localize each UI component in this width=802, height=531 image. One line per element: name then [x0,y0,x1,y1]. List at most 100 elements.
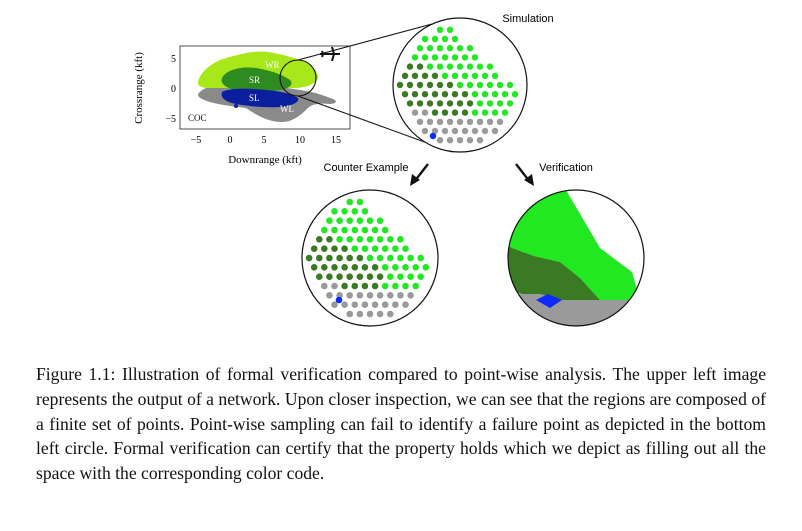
sample-point [431,91,439,98]
sample-point [496,81,504,89]
sample-point [316,236,323,243]
sample-point [356,310,364,318]
sample-point [341,282,348,290]
verification-regions [508,190,644,326]
sample-point [501,91,509,98]
sample-point [466,81,474,89]
sample-point [387,236,394,243]
sample-point [412,282,420,290]
xtick-label: −5 [191,135,202,146]
sample-point [361,208,369,215]
sample-point [361,264,369,271]
counter-example-circle [301,189,439,327]
plot-axes-box [179,45,351,130]
sample-point [456,118,464,126]
sample-point [436,45,444,52]
sample-point [356,198,364,206]
counter-example-point [429,132,437,140]
sample-point [491,72,499,80]
sample-point [491,127,499,135]
sample-point [441,109,449,116]
sample-point [441,127,449,135]
sample-point [416,100,424,107]
sample-point [326,236,333,243]
sample-point [321,282,328,290]
sample-point [316,254,323,262]
sample-point [466,63,474,70]
region-sl [221,88,299,108]
sample-point [461,54,469,61]
sample-point [456,100,464,107]
sample-point [316,273,323,281]
sample-point [471,127,479,135]
sample-point [486,63,494,70]
xtick-label: 15 [331,135,341,146]
sample-point [436,118,444,126]
sample-point [310,245,318,252]
sample-point [426,81,434,89]
sample-point [407,273,414,281]
sample-point [416,81,424,89]
sample-point [376,310,384,318]
sample-point [331,301,338,309]
sample-point [305,254,313,262]
sample-point [461,127,469,135]
sample-point [346,310,354,318]
label-sl: SL [249,93,260,103]
sample-point [346,217,354,224]
sample-point [456,137,464,144]
sample-point [421,109,429,116]
sample-point [381,282,389,290]
sample-point [421,72,429,80]
sample-point [331,226,338,234]
sample-point [341,226,348,234]
y-axis-label: Crossrange (kft) [133,52,145,124]
sample-point [411,91,419,98]
sample-point [406,81,414,89]
sample-point [331,245,338,252]
sample-point [401,72,409,80]
sample-point [486,81,494,89]
sample-point [336,273,343,281]
sample-point [407,292,414,299]
sample-point [412,264,420,271]
sample-point [431,127,439,135]
sample-point [476,137,484,144]
sample-point [486,100,494,107]
figure-caption: Figure 1.1: Illustration of formal verif… [36,362,766,486]
sample-point [481,91,489,98]
sample-point [371,245,379,252]
sample-point [426,45,434,52]
sample-point [501,109,509,116]
sample-point [496,118,504,126]
sample-point [371,264,379,271]
sample-point [426,100,434,107]
sample-point [506,100,514,107]
sample-point [381,226,389,234]
sample-point [366,273,374,281]
sample-point [361,226,369,234]
sample-point [416,118,424,126]
sample-point [346,292,354,299]
arrow-down-right-icon [515,163,534,186]
sample-point [491,91,499,98]
sample-point [466,118,474,126]
label-verification: Verification [539,162,593,174]
sample-point [421,127,429,135]
verification-circle [507,189,645,327]
sample-point [356,217,364,224]
sample-point [446,118,454,126]
arrow-down-left-icon [410,163,429,186]
sample-point [407,254,414,262]
sample-point [431,35,439,43]
sample-point [351,245,359,252]
sample-point [351,282,359,290]
sample-point [371,282,379,290]
sample-point [471,54,479,61]
sample-point [326,292,333,299]
sample-point [422,264,430,271]
sample-point [376,236,384,243]
sample-point [446,81,454,89]
sample-point [417,254,425,262]
xtick-label: 5 [262,135,267,146]
